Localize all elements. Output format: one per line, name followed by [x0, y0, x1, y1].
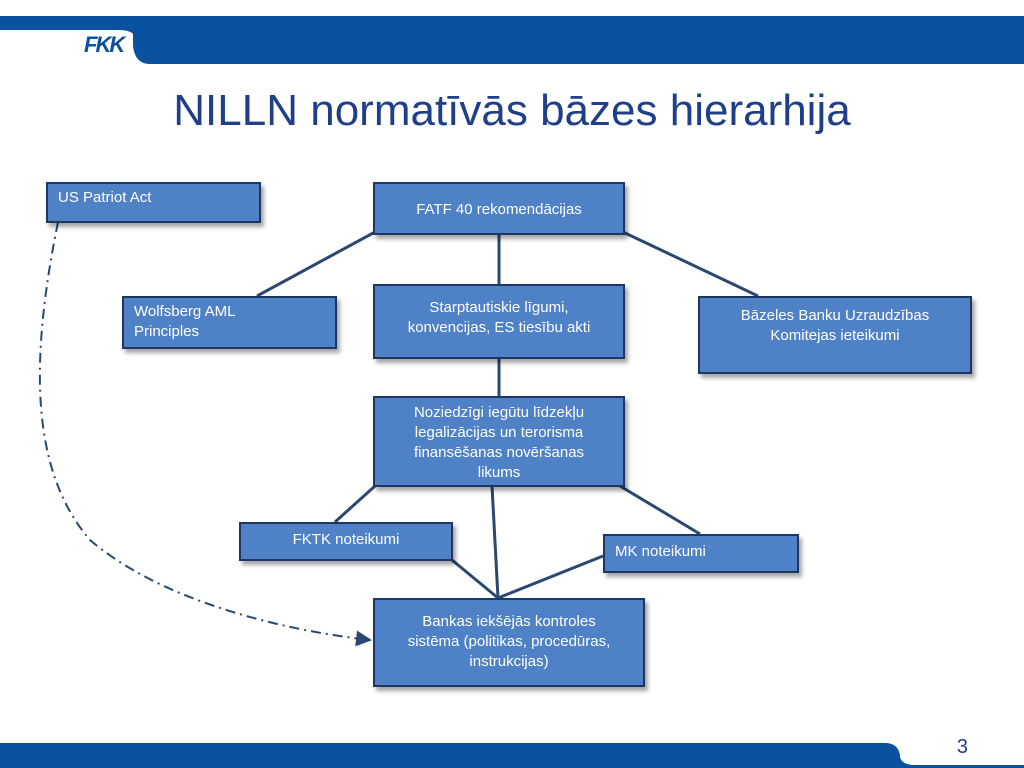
header-band — [0, 16, 1024, 64]
logo: FKK — [84, 32, 125, 57]
connector-patriot-bank — [38, 221, 372, 647]
connector-law-fktk — [333, 484, 377, 524]
footer-band — [0, 743, 1024, 768]
connector-fktk-bank — [451, 558, 499, 600]
connector-fatf-wolfsberg — [256, 230, 376, 298]
node-fktk: FKTK noteikumi — [239, 522, 453, 561]
page-title: NILLN normatīvās bāzes hierarhija — [173, 86, 851, 135]
node-bank: Bankas iekšējās kontroles sistēma (polit… — [373, 598, 645, 687]
node-law: Noziedzīgi iegūtu līdzekļu legalizācijas… — [373, 396, 625, 487]
connector-fatf-basel — [622, 230, 759, 298]
page-number: 3 — [956, 736, 968, 758]
node-mk: MK noteikumi — [603, 534, 799, 573]
node-international: Starptautiskie līgumi, konvencijas, ES t… — [373, 284, 625, 359]
node-basel: Bāzeles Banku Uzraudzības Komitejas iete… — [698, 296, 972, 374]
connector-mk-bank — [497, 554, 604, 600]
connector-law-bank — [490, 485, 500, 599]
node-wolfsberg: Wolfsberg AML Principles — [122, 296, 337, 349]
connector-law-mk — [619, 484, 701, 536]
node-fatf: FATF 40 rekomendācijas — [373, 182, 625, 235]
node-us-patriot-act: US Patriot Act — [46, 182, 261, 223]
